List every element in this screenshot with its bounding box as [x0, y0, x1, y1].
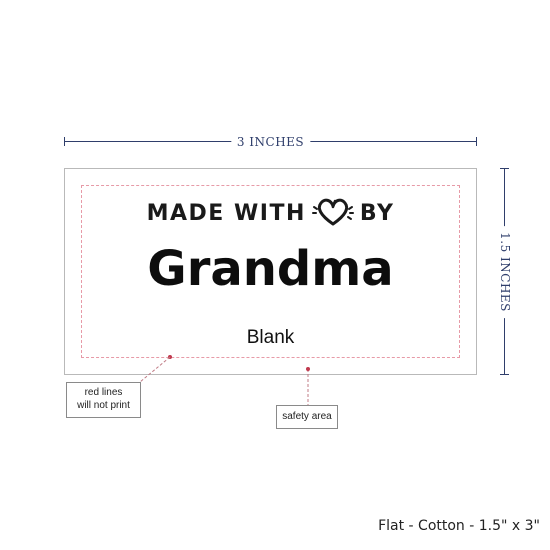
personalized-name: Grandma [147, 241, 394, 297]
width-label: 3 INCHES [230, 134, 311, 150]
label-preview: MADE WITH BY Grandma Blank [64, 168, 477, 375]
made-with-text: MADE WITH [146, 200, 306, 226]
height-dimension: 1.5 INCHES [497, 168, 513, 375]
width-dimension-cap-left [64, 137, 65, 146]
red-lines-callout-line2: will not print [77, 400, 130, 411]
red-lines-callout-line1: red lines [84, 387, 123, 398]
font-name: Blank [246, 327, 295, 348]
by-text: BY [359, 200, 395, 226]
width-dimension: 3 INCHES [64, 134, 477, 150]
safety-area-callout: safety area [276, 405, 338, 429]
safety-area-callout-text: safety area [282, 411, 332, 422]
red-lines-callout: red lines will not print [66, 382, 141, 418]
made-with-love-line: MADE WITH BY [65, 197, 476, 229]
safety-area-border [81, 185, 460, 358]
product-description: Flat - Cotton - 1.5" x 3" [378, 518, 540, 534]
safety-area-callout-dot [306, 367, 310, 371]
width-dimension-cap-right [476, 137, 477, 146]
height-dimension-cap-bottom [500, 374, 509, 375]
height-dimension-cap-top [500, 168, 509, 169]
heart-icon [311, 197, 354, 229]
